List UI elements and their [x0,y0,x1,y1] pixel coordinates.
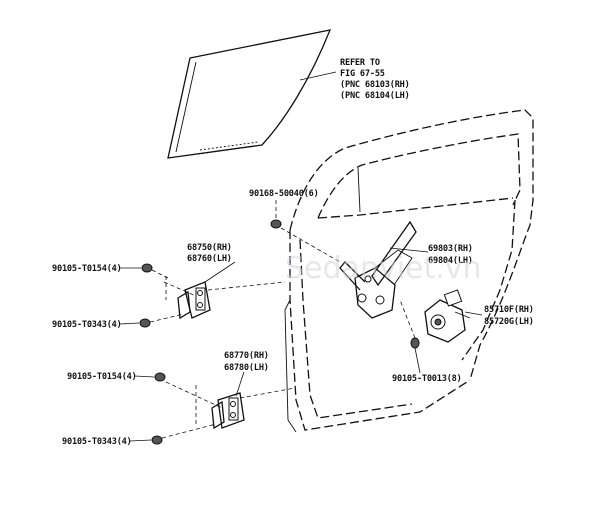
label-bolt-t0154-upper: 90105-T0154(4) [52,264,122,274]
leader-t0343-upper [119,322,140,325]
label-bolt-t0343-upper: 90105-T0343(4) [52,320,122,330]
leader-t0013 [414,347,421,374]
label-bolt-t0013: 90105-T0013(8) [392,374,462,384]
label-regulator-lh: 69804(LH) [428,256,473,266]
leader-refer [299,71,337,81]
bolt-t0154-upper[interactable] [141,263,153,273]
label-hinge-upper-rh: 68750(RH) [187,243,232,253]
leader-t0343-lower [129,439,152,442]
leader-t0013-up [399,299,416,339]
refer-note-line2: FIG 67-55 [340,69,385,79]
label-motor-rh: 85710F(RH) [484,305,534,315]
door-outline [284,109,534,433]
leader-t0154-upper-b [151,269,169,279]
leader-lower-hinge-door [239,387,296,399]
leader-upper-hinge-bolt [163,281,197,297]
upper-hinge[interactable] [177,281,211,320]
refer-note-line3: (PNC 68103(RH) [340,80,410,90]
bolt-t0013[interactable] [410,337,420,349]
label-bolt-90168: 90168-50040(6) [249,189,319,199]
label-hinge-upper-lh: 68760(LH) [187,254,232,264]
refer-note-line4: (PNC 68104(LH) [340,91,410,101]
label-motor-lh: 85720G(LH) [484,317,534,327]
bolt-t0343-lower[interactable] [151,435,163,445]
label-bolt-t0154-lower: 90105-T0154(4) [67,372,137,382]
leader-lower-hinge-bolt [165,381,223,409]
label-regulator-rh: 69803(RH) [428,244,473,254]
regulator-motor[interactable] [424,289,471,343]
watermark: Sedanviet.vn [285,251,482,286]
leader-t0343-upper-b [149,313,185,323]
lower-hinge[interactable] [211,392,245,430]
window-regulator[interactable] [339,220,417,319]
bolt-90168[interactable] [270,219,282,229]
leader-t0154-lower [134,375,155,378]
leader-t0343-lower-b [161,423,217,439]
door-glass[interactable] [167,29,332,159]
leader-motor [464,311,483,316]
leader-upper-hinge-label [204,261,236,283]
refer-note-line1: REFER TO [340,58,380,68]
leader-lower-hinge-label [235,371,245,397]
label-hinge-lower-lh: 68780(LH) [224,363,269,373]
label-bolt-t0343-lower: 90105-T0343(4) [62,437,132,447]
bolt-t0154-lower[interactable] [154,372,166,382]
label-hinge-lower-rh: 68770(RH) [224,351,269,361]
bolt-t0343-upper[interactable] [139,318,151,328]
leader-upper-hinge-door [207,281,286,291]
leader-bolt-90168-door [280,227,341,263]
leader-regulator [389,247,429,253]
